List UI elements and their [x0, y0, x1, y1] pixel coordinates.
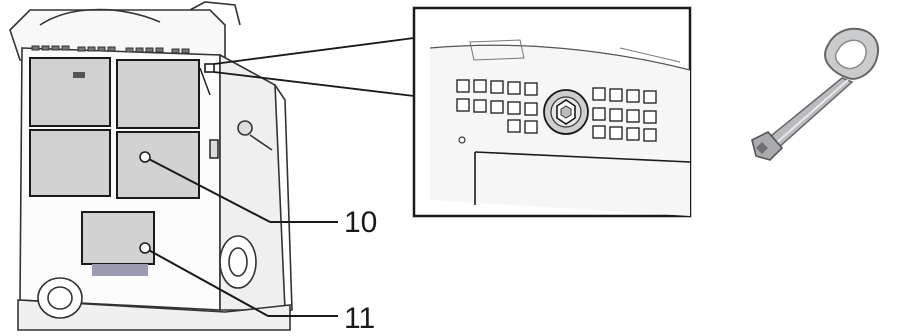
inset-vent-grid: [456, 79, 657, 142]
callout-label-11: 11: [344, 302, 375, 335]
lock-location-marker: [204, 63, 215, 73]
zoom-connector-lines: [213, 37, 415, 97]
lower-panel-cover: [81, 211, 155, 276]
lock-detail-inset: [412, 6, 692, 218]
front-panel-quadrant: [116, 131, 200, 199]
triangle-lock-icon: [543, 89, 589, 135]
front-panel-quadrant: [29, 129, 111, 197]
triangle-key-icon: [751, 27, 880, 161]
top-vent-strip: [31, 45, 190, 54]
front-panel-quadrant: [116, 59, 200, 129]
front-panel-cover: [29, 57, 211, 199]
callout-dots: [139, 151, 151, 254]
callout-leaders: [144, 156, 338, 317]
front-panel-quadrant: [29, 57, 111, 127]
callout-label-10: 10: [344, 206, 377, 239]
